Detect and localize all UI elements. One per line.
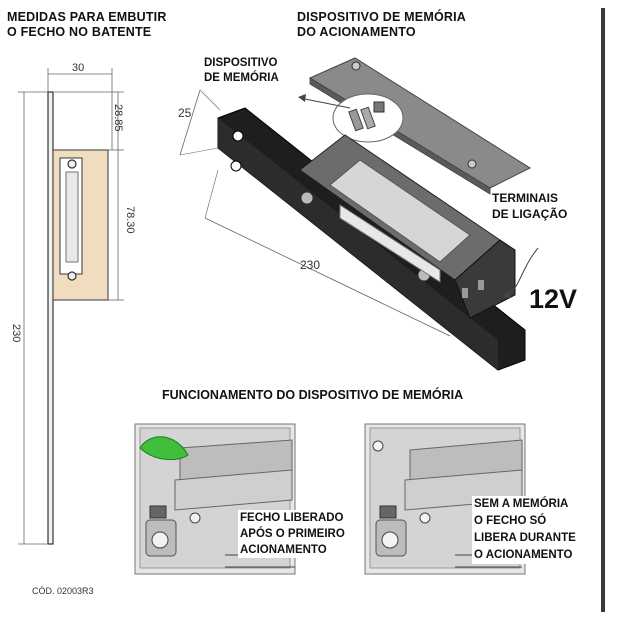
dim-30: 30 — [72, 62, 85, 74]
voltage-label: 12V — [529, 284, 578, 314]
caption-right: SEM A MEMÓRIA O FECHO SÓ LIBERA DURANTE … — [472, 496, 578, 564]
dim-25: 25 — [178, 106, 192, 120]
caption-left-line3: ACIONAMENTO — [240, 544, 327, 556]
caption-right-line2: O FECHO SÓ — [474, 515, 547, 527]
dim-230-iso: 230 — [300, 258, 321, 272]
label-terminals-line1: TERMINAIS — [492, 191, 558, 205]
screw-bottom — [67, 271, 77, 281]
dim-28-85: 28.85 — [112, 104, 124, 132]
screw-top — [67, 159, 77, 169]
heading-right: DISPOSITIVO DE MEMÓRIA DO ACIONAMENTO — [297, 10, 466, 40]
caption-left: FECHO LIBERADO APÓS O PRIMEIRO ACIONAMEN… — [238, 510, 347, 558]
heading-right-line1: DISPOSITIVO DE MEMÓRIA — [297, 10, 466, 24]
latch — [329, 159, 471, 263]
product-code: CÓD. 02003R3 — [32, 586, 94, 596]
page-border-right — [601, 8, 605, 612]
strike-plate — [47, 91, 54, 545]
label-memory-device: DISPOSITIVO DE MEMÓRIA — [204, 56, 279, 86]
label-terminals: TERMINAIS DE LIGAÇÃO — [492, 190, 567, 222]
caption-right-line1: SEM A MEMÓRIA — [474, 498, 569, 510]
memory-highlight — [139, 436, 189, 461]
caption-right-line4: O ACIONAMENTO — [474, 549, 573, 561]
heading-right-line2: DO ACIONAMENTO — [297, 25, 416, 39]
strike-plate-drawing — [18, 68, 124, 545]
dim-230-vertical: 230 — [10, 324, 22, 343]
label-terminals-line2: DE LIGAÇÃO — [492, 207, 568, 221]
caption-left-line2: APÓS O PRIMEIRO — [240, 528, 345, 540]
label-memory-device-line1: DISPOSITIVO — [204, 57, 278, 69]
dim-78-30: 78.30 — [124, 206, 136, 234]
heading-left-line2: O FECHO NO BATENTE — [7, 25, 152, 39]
section-title: FUNCIONAMENTO DO DISPOSITIVO DE MEMÓRIA — [162, 388, 464, 402]
heading-left: MEDIDAS PARA EMBUTIR O FECHO NO BATENTE — [7, 10, 167, 40]
heading-left-line1: MEDIDAS PARA EMBUTIR — [7, 10, 167, 24]
terminal-block — [454, 239, 516, 319]
caption-left-line1: FECHO LIBERADO — [240, 512, 344, 524]
label-memory-device-line2: DE MEMÓRIA — [204, 72, 279, 84]
caption-right-line3: LIBERA DURANTE — [474, 532, 576, 544]
isometric-lock-drawing — [179, 57, 539, 371]
